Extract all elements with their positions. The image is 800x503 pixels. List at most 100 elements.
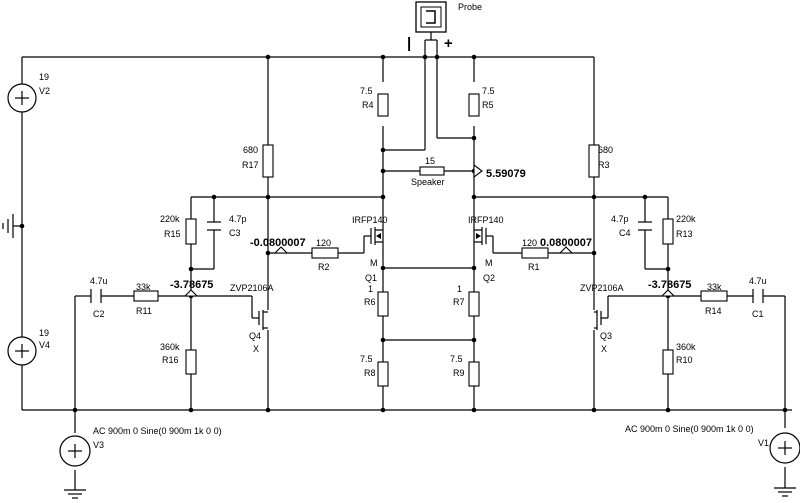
- capacitor-C1[interactable]: 4.7u C1: [749, 276, 767, 319]
- R16-value: 360k: [160, 342, 180, 352]
- resistor-R11[interactable]: 33k R11: [133, 282, 159, 316]
- Q4-name: Q4: [249, 331, 261, 341]
- resistor-R9[interactable]: 7.5 R9: [450, 354, 480, 387]
- C3-value: 4.7p: [229, 214, 247, 224]
- C1-value: 4.7u: [749, 276, 767, 286]
- Q1-name: Q1: [365, 273, 377, 283]
- R5-value: 7.5: [482, 86, 495, 96]
- capacitor-C3[interactable]: 4.7p C3: [207, 214, 247, 238]
- resistor-R7[interactable]: 1 R7: [453, 284, 480, 317]
- probe-marker-speaker[interactable]: 5.59079: [473, 163, 526, 180]
- R13-name: R13: [676, 229, 693, 239]
- V2-value: 19: [39, 72, 49, 82]
- C4-name: C4: [619, 228, 631, 238]
- V4-value: 19: [39, 328, 49, 338]
- R7-name: R7: [453, 297, 465, 307]
- V2-name: V2: [39, 86, 50, 96]
- Q4-model: ZVP2106A: [230, 283, 274, 293]
- resistor-R5[interactable]: 7.5 R5: [468, 86, 495, 117]
- C4-value: 4.7p: [611, 214, 629, 224]
- V1-value: AC 900m 0 Sine(0 900m 1k 0 0): [625, 424, 754, 434]
- C3-name: C3: [229, 228, 241, 238]
- V4-name: V4: [39, 340, 50, 350]
- probe-marker-q2-gate[interactable]: 0.0800007: [540, 237, 592, 254]
- R17-name: R17: [242, 160, 259, 170]
- R9-name: R9: [453, 368, 465, 378]
- R9-value: 7.5: [450, 354, 463, 364]
- Q2-name: Q2: [483, 273, 495, 283]
- probe-marker-right-gate[interactable]: -3.78675: [648, 279, 691, 297]
- transistor-Q3[interactable]: ZVP2106A Q3 X: [580, 283, 624, 354]
- R11-name: R11: [136, 306, 152, 316]
- R6-name: R6: [364, 297, 376, 307]
- Q3-name: Q3: [600, 331, 612, 341]
- R14-name: R14: [705, 306, 722, 316]
- resistor-R15[interactable]: 220k R15: [160, 214, 197, 245]
- speaker-value: 15: [425, 156, 435, 166]
- R1-value: 120: [522, 238, 537, 248]
- R15-value: 220k: [160, 214, 180, 224]
- R11-value: 33k: [136, 282, 151, 292]
- ground-V1: [774, 487, 796, 497]
- R4-value: 7.5: [360, 86, 373, 96]
- capacitor-C4[interactable]: 4.7p C4: [611, 214, 652, 238]
- R5-name: R5: [482, 100, 494, 110]
- source-V2[interactable]: 19 V2: [7, 72, 50, 113]
- resistor-R1[interactable]: 120 R1: [521, 238, 549, 272]
- probe[interactable]: Probe | +: [407, 1, 482, 52]
- source-V4[interactable]: 19 V4: [7, 328, 50, 366]
- resistor-R8[interactable]: 7.5 R8: [360, 354, 389, 387]
- source-V3[interactable]: AC 900m 0 Sine(0 900m 1k 0 0) V3: [59, 426, 222, 467]
- R14-value: 33k: [707, 282, 722, 292]
- C1-name: C1: [752, 309, 764, 319]
- transistor-Q4[interactable]: ZVP2106A Q4 X: [230, 283, 274, 354]
- resistor-R10[interactable]: 360k R10: [662, 342, 696, 375]
- speaker-load[interactable]: 15 Speaker: [411, 156, 445, 187]
- R7-value: 1: [457, 284, 462, 294]
- R2-value: 120: [316, 238, 331, 248]
- probe-marker-left-gate[interactable]: -3.78675: [170, 279, 213, 297]
- R13-value: 220k: [676, 214, 696, 224]
- resistor-R3[interactable]: 680 R3: [588, 144, 613, 178]
- V3-value: AC 900m 0 Sine(0 900m 1k 0 0): [93, 426, 222, 436]
- R10-value: 360k: [676, 342, 696, 352]
- Q1-tag: M: [370, 258, 378, 268]
- resistor-R14[interactable]: 33k R14: [700, 282, 728, 316]
- R6-value: 1: [368, 284, 373, 294]
- reading-right-gate: -3.78675: [648, 279, 691, 291]
- capacitor-C2[interactable]: 4.7u C2: [90, 276, 108, 319]
- C2-name: C2: [93, 309, 105, 319]
- R4-name: R4: [362, 100, 374, 110]
- resistor-R13[interactable]: 220k R13: [662, 214, 696, 245]
- Q3-model: ZVP2106A: [580, 283, 624, 293]
- reading-q2-gate: 0.0800007: [540, 237, 592, 249]
- transistor-Q2[interactable]: IRFP140 M Q2: [468, 215, 504, 283]
- resistor-R4[interactable]: 7.5 R4: [360, 86, 389, 117]
- probe-minus-sign: |: [407, 35, 411, 52]
- reading-left-gate: -3.78675: [170, 279, 213, 291]
- probe-plus-sign: +: [444, 35, 453, 52]
- resistor-R6[interactable]: 1 R6: [364, 284, 389, 317]
- R16-name: R16: [162, 355, 179, 365]
- probe-marker-q1-gate[interactable]: -0.0800007: [250, 237, 306, 254]
- transistor-Q1[interactable]: IRFP140 M Q1: [352, 215, 388, 283]
- wires: [13, 40, 792, 490]
- ground-left-supply: [2, 214, 14, 238]
- resistor-R16[interactable]: 360k R16: [160, 342, 197, 375]
- R8-value: 7.5: [360, 354, 373, 364]
- R2-name: R2: [318, 262, 330, 272]
- Q4-tag: X: [253, 344, 259, 354]
- R3-value: 680: [598, 145, 613, 155]
- Q2-tag: M: [485, 258, 493, 268]
- R8-name: R8: [364, 368, 376, 378]
- ground-V3: [64, 489, 86, 499]
- R3-name: R3: [598, 160, 610, 170]
- probe-label: Probe: [458, 2, 482, 12]
- source-V1[interactable]: AC 900m 0 Sine(0 900m 1k 0 0) V1: [625, 424, 800, 464]
- speaker-name: Speaker: [411, 177, 445, 187]
- resistor-R2[interactable]: 120 R2: [311, 238, 339, 272]
- resistor-R17[interactable]: 680 R17: [242, 144, 274, 178]
- C2-value: 4.7u: [90, 276, 108, 286]
- Q1-model: IRFP140: [352, 215, 388, 225]
